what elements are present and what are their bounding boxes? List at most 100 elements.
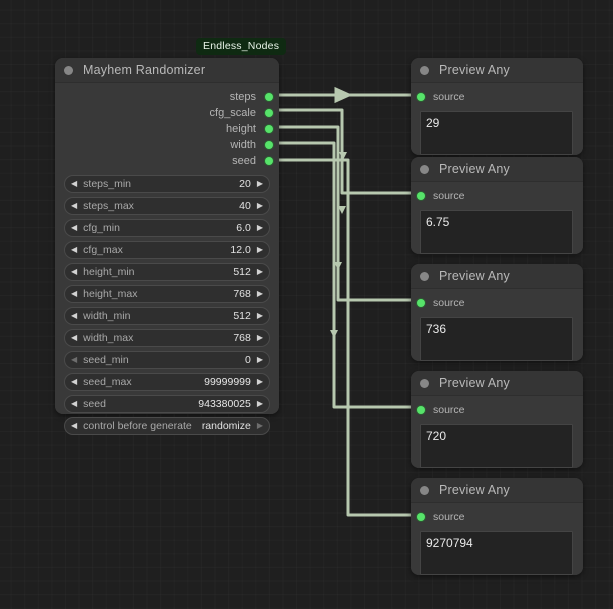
decrement-arrow-icon[interactable]: ◀ bbox=[71, 267, 78, 276]
input-port-source[interactable]: source bbox=[411, 503, 583, 526]
output-port-width[interactable]: width bbox=[55, 137, 279, 153]
increment-arrow-icon[interactable]: ▶ bbox=[256, 377, 263, 386]
widget-width-min[interactable]: ◀ width_min 512 ▶ bbox=[64, 307, 270, 325]
collapse-circle-icon[interactable] bbox=[420, 65, 429, 75]
increment-arrow-icon[interactable]: ▶ bbox=[256, 333, 263, 342]
widget-value[interactable]: 0 bbox=[245, 354, 251, 366]
widget-value[interactable]: 6.0 bbox=[236, 222, 251, 234]
output-label: width bbox=[230, 139, 256, 151]
collapse-circle-icon[interactable] bbox=[64, 65, 73, 75]
node-preview-any-4[interactable]: Preview Any source 720 bbox=[411, 371, 583, 468]
port-dot-icon[interactable] bbox=[265, 141, 273, 149]
input-port-source[interactable]: source bbox=[411, 182, 583, 205]
increment-arrow-icon[interactable]: ▶ bbox=[256, 245, 263, 254]
port-dot-icon[interactable] bbox=[417, 406, 425, 414]
widget-seed-max[interactable]: ◀ seed_max 99999999 ▶ bbox=[64, 373, 270, 391]
widget-cfg-max[interactable]: ◀ cfg_max 12.0 ▶ bbox=[64, 241, 270, 259]
node-header[interactable]: Preview Any bbox=[411, 371, 583, 396]
widget-value[interactable]: 40 bbox=[239, 200, 251, 212]
widget-value[interactable]: 943380025 bbox=[198, 398, 251, 410]
widget-seed[interactable]: ◀ seed 943380025 ▶ bbox=[64, 395, 270, 413]
widget-value[interactable]: 512 bbox=[233, 310, 251, 322]
output-port-height[interactable]: height bbox=[55, 121, 279, 137]
node-header[interactable]: Preview Any bbox=[411, 478, 583, 503]
increment-arrow-icon[interactable]: ▶ bbox=[256, 421, 263, 430]
widget-value[interactable]: 768 bbox=[233, 288, 251, 300]
input-port-source[interactable]: source bbox=[411, 289, 583, 312]
increment-arrow-icon[interactable]: ▶ bbox=[256, 223, 263, 232]
widget-seed-min[interactable]: ◀ seed_min 0 ▶ bbox=[64, 351, 270, 369]
decrement-arrow-icon[interactable]: ◀ bbox=[71, 399, 78, 408]
node-category-badge: Endless_Nodes bbox=[196, 38, 287, 55]
output-port-seed[interactable]: seed bbox=[55, 153, 279, 169]
collapse-circle-icon[interactable] bbox=[420, 485, 429, 495]
node-body: source 29 bbox=[411, 83, 583, 155]
widget-width-max[interactable]: ◀ width_max 768 ▶ bbox=[64, 329, 270, 347]
decrement-arrow-icon[interactable]: ◀ bbox=[71, 377, 78, 386]
input-label: source bbox=[433, 404, 465, 416]
decrement-arrow-icon[interactable]: ◀ bbox=[71, 311, 78, 320]
port-dot-icon[interactable] bbox=[417, 513, 425, 521]
increment-arrow-icon[interactable]: ▶ bbox=[256, 355, 263, 364]
node-preview-any-5[interactable]: Preview Any source 9270794 bbox=[411, 478, 583, 575]
input-port-source[interactable]: source bbox=[411, 83, 583, 106]
collapse-circle-icon[interactable] bbox=[420, 164, 429, 174]
widget-value[interactable]: 12.0 bbox=[230, 244, 251, 256]
preview-text-output: 9270794 bbox=[420, 531, 573, 575]
input-label: source bbox=[433, 190, 465, 202]
increment-arrow-icon[interactable]: ▶ bbox=[256, 179, 263, 188]
node-header[interactable]: Preview Any bbox=[411, 157, 583, 182]
decrement-arrow-icon[interactable]: ◀ bbox=[71, 421, 78, 430]
port-dot-icon[interactable] bbox=[417, 192, 425, 200]
decrement-arrow-icon[interactable]: ◀ bbox=[71, 355, 78, 364]
widget-height-max[interactable]: ◀ height_max 768 ▶ bbox=[64, 285, 270, 303]
increment-arrow-icon[interactable]: ▶ bbox=[256, 289, 263, 298]
node-header[interactable]: Mayhem Randomizer bbox=[55, 58, 279, 83]
widget-label: control before generate bbox=[83, 420, 192, 432]
collapse-circle-icon[interactable] bbox=[420, 271, 429, 281]
node-title: Mayhem Randomizer bbox=[83, 63, 206, 77]
node-preview-any-2[interactable]: Preview Any source 6.75 bbox=[411, 157, 583, 254]
output-port-cfg-scale[interactable]: cfg_scale bbox=[55, 105, 279, 121]
widget-value[interactable]: 768 bbox=[233, 332, 251, 344]
collapse-circle-icon[interactable] bbox=[420, 378, 429, 388]
port-dot-icon[interactable] bbox=[417, 93, 425, 101]
decrement-arrow-icon[interactable]: ◀ bbox=[71, 245, 78, 254]
widget-height-min[interactable]: ◀ height_min 512 ▶ bbox=[64, 263, 270, 281]
node-header[interactable]: Preview Any bbox=[411, 264, 583, 289]
decrement-arrow-icon[interactable]: ◀ bbox=[71, 179, 78, 188]
widget-value[interactable]: 99999999 bbox=[204, 376, 251, 388]
increment-arrow-icon[interactable]: ▶ bbox=[256, 267, 263, 276]
input-label: source bbox=[433, 91, 465, 103]
widget-value[interactable]: 512 bbox=[233, 266, 251, 278]
node-title: Preview Any bbox=[439, 63, 510, 77]
port-dot-icon[interactable] bbox=[265, 109, 273, 117]
port-dot-icon[interactable] bbox=[265, 125, 273, 133]
widget-control-before-generate[interactable]: ◀ control before generate randomize ▶ bbox=[64, 417, 270, 435]
widget-value[interactable]: 20 bbox=[239, 178, 251, 190]
output-ports: steps cfg_scale height width seed bbox=[55, 83, 279, 169]
input-port-source[interactable]: source bbox=[411, 396, 583, 419]
port-dot-icon[interactable] bbox=[265, 93, 273, 101]
decrement-arrow-icon[interactable]: ◀ bbox=[71, 333, 78, 342]
widget-steps-max[interactable]: ◀ steps_max 40 ▶ bbox=[64, 197, 270, 215]
increment-arrow-icon[interactable]: ▶ bbox=[256, 201, 263, 210]
increment-arrow-icon[interactable]: ▶ bbox=[256, 311, 263, 320]
widget-steps-min[interactable]: ◀ steps_min 20 ▶ bbox=[64, 175, 270, 193]
node-mayhem-randomizer[interactable]: Mayhem Randomizer steps cfg_scale height… bbox=[55, 58, 279, 435]
preview-text-output: 736 bbox=[420, 317, 573, 361]
node-header[interactable]: Preview Any bbox=[411, 58, 583, 83]
widget-value[interactable]: randomize bbox=[201, 420, 251, 432]
increment-arrow-icon[interactable]: ▶ bbox=[256, 399, 263, 408]
port-dot-icon[interactable] bbox=[417, 299, 425, 307]
widget-cfg-min[interactable]: ◀ cfg_min 6.0 ▶ bbox=[64, 219, 270, 237]
decrement-arrow-icon[interactable]: ◀ bbox=[71, 289, 78, 298]
widget-label: seed bbox=[83, 398, 106, 410]
decrement-arrow-icon[interactable]: ◀ bbox=[71, 201, 78, 210]
node-preview-any-1[interactable]: Preview Any source 29 bbox=[411, 58, 583, 155]
port-dot-icon[interactable] bbox=[265, 157, 273, 165]
output-port-steps[interactable]: steps bbox=[55, 89, 279, 105]
node-preview-any-3[interactable]: Preview Any source 736 bbox=[411, 264, 583, 361]
decrement-arrow-icon[interactable]: ◀ bbox=[71, 223, 78, 232]
